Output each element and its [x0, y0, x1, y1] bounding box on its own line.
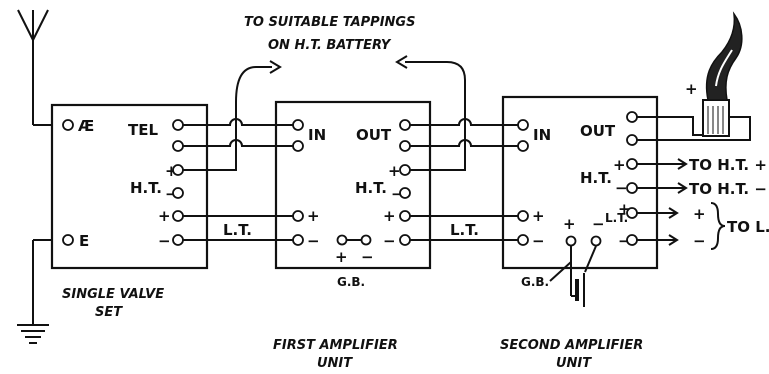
fa-lt-in-plus: + [307, 207, 320, 225]
fa-ht-minus-terminal [399, 187, 411, 199]
aerial-terminal [62, 119, 74, 131]
fa-gb-label: G.B. [337, 275, 365, 289]
sv-ht-tapping-wire [183, 60, 282, 171]
fa-lt-out-minus: − [383, 232, 396, 250]
output-leads [637, 158, 726, 250]
sa-gb-minus: − [592, 215, 605, 233]
fa-out-terminal-1 [399, 119, 411, 131]
sa-gb-label: G.B. [521, 275, 549, 289]
fa-out-label: OUT [356, 126, 392, 144]
fa-lt-in-minus-terminal [292, 234, 304, 246]
fa-out-terminal-2 [399, 140, 411, 152]
sa-lt-plus-terminal [626, 207, 638, 219]
to-ht-minus-label: TO H.T. − [689, 180, 767, 198]
fa-lt-out-plus: + [383, 207, 396, 225]
fa-lt-in-plus-terminal [292, 210, 304, 222]
fa-ht-plus: + [388, 162, 401, 180]
single-valve-caption-2: SET [95, 305, 123, 320]
fa-lt-out-plus-terminal [399, 210, 411, 222]
second-amp-caption-1: SECOND AMPLIFIER [500, 338, 643, 353]
sa-in-terminal-1 [517, 119, 529, 131]
sa-lt-in-plus-terminal [517, 210, 529, 222]
sa-ht-plus-terminal [626, 158, 638, 170]
fa-in-label: IN [308, 126, 326, 144]
sv-lt-minus: − [158, 232, 171, 250]
sa-gb-plus: + [563, 215, 576, 233]
second-amp-caption-2: UNIT [556, 356, 592, 371]
sa-out-terminal-2 [626, 134, 638, 146]
sa-in-terminal-2 [517, 140, 529, 152]
sa-ht-minus: − [615, 179, 628, 197]
lt-wires-2 [410, 215, 518, 241]
sa-out-label: OUT [580, 122, 616, 140]
lt-wires-1 [183, 215, 293, 241]
sa-ht-label: H.T. [580, 169, 612, 187]
aerial-label: Æ [78, 117, 94, 135]
fa-gb-plus: + [335, 248, 348, 266]
tel-terminal-2 [172, 140, 184, 152]
sa-lt-label: L.T. [605, 211, 628, 225]
fa-in-terminal-1 [292, 119, 304, 131]
sv-ht-minus-terminal [172, 187, 184, 199]
fa-ht-plus-terminal [399, 164, 411, 176]
lt-link-1-label: L.T. [223, 221, 252, 239]
sv-ht-plus-terminal [172, 164, 184, 176]
top-note-line-1: TO SUITABLE TAPPINGS [244, 15, 415, 30]
sa-gb-minus-terminal [590, 235, 602, 247]
fa-gb-minus-terminal [360, 234, 372, 246]
sv-ht-label: H.T. [130, 179, 162, 197]
loudspeaker-icon [637, 11, 751, 141]
fa-ht-tapping-wire [395, 55, 466, 171]
sv-lt-minus-terminal [172, 234, 184, 246]
sa-lt-minus-terminal [626, 234, 638, 246]
earth-terminal [62, 234, 74, 246]
sv-lt-plus: + [158, 207, 171, 225]
tel-terminal-1 [172, 119, 184, 131]
top-note-line-2: ON H.T. BATTERY [268, 38, 392, 53]
sa-ht-minus-terminal [626, 182, 638, 194]
sa-lt-in-minus-terminal [517, 234, 529, 246]
sa-gb-plus-terminal [565, 235, 577, 247]
to-lt-plus-sign: + [693, 205, 706, 223]
fa-ht-label: H.T. [355, 179, 387, 197]
single-valve-caption-1: SINGLE VALVE [62, 287, 164, 302]
to-lt-label: TO L.T. [727, 218, 769, 236]
to-ht-plus-label: TO H.T. + [689, 156, 767, 174]
out-to-in-wires [410, 118, 518, 147]
fa-lt-out-minus-terminal [399, 234, 411, 246]
gb-battery-icon [549, 245, 597, 307]
lt-link-2-label: L.T. [450, 221, 479, 239]
sa-ht-plus: + [613, 156, 626, 174]
earth-label: E [79, 232, 89, 250]
fa-gb-plus-terminal [336, 234, 348, 246]
sa-out-terminal-1 [626, 111, 638, 123]
first-amp-caption-2: UNIT [317, 356, 353, 371]
to-lt-minus-sign: − [693, 232, 706, 250]
fa-gb-minus: − [361, 248, 374, 266]
sv-lt-plus-terminal [172, 210, 184, 222]
sa-lt-in-plus: + [532, 207, 545, 225]
fa-in-terminal-2 [292, 140, 304, 152]
tel-label: TEL [128, 121, 158, 139]
sa-lt-in-minus: − [532, 232, 545, 250]
sa-in-label: IN [533, 126, 551, 144]
first-amp-caption-1: FIRST AMPLIFIER [273, 338, 398, 353]
loudspeaker-plus: + [685, 80, 698, 98]
fa-lt-in-minus: − [307, 232, 320, 250]
